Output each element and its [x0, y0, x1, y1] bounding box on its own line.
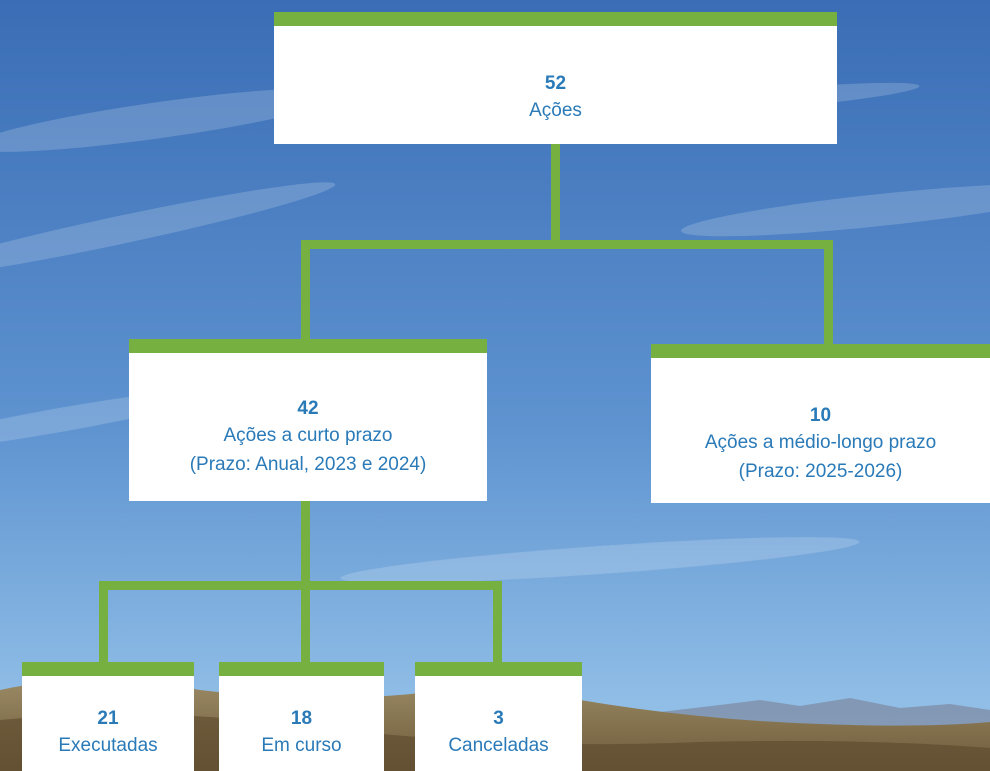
node-in-progress: 18 Em curso — [219, 662, 384, 771]
executed-label: Executadas — [58, 735, 158, 756]
in-progress-label: Em curso — [261, 735, 342, 756]
short-term-label: Ações a curto prazo — [223, 425, 393, 446]
cancelled-value: 3 — [493, 708, 504, 729]
long-term-sublabel: (Prazo: 2025-2026) — [738, 461, 903, 482]
node-short-term-actions: 42 Ações a curto prazo (Prazo: Anual, 20… — [129, 339, 487, 501]
short-term-sublabel: (Prazo: Anual, 2023 e 2024) — [189, 454, 427, 475]
long-term-value: 10 — [809, 405, 832, 426]
node-executed: 21 Executadas — [22, 662, 194, 771]
long-term-label: Ações a médio-longo prazo — [704, 432, 937, 453]
node-long-term-actions: 10 Ações a médio-longo prazo (Prazo: 202… — [651, 344, 990, 503]
executed-value: 21 — [97, 708, 119, 729]
in-progress-value: 18 — [290, 708, 313, 729]
node-cancelled: 3 Canceladas — [415, 662, 582, 771]
total-actions-value: 52 — [544, 73, 567, 94]
node-total-actions: 52 Ações — [274, 12, 837, 144]
cancelled-label: Canceladas — [448, 735, 549, 756]
total-actions-label: Ações — [529, 100, 582, 121]
short-term-value: 42 — [297, 398, 319, 419]
